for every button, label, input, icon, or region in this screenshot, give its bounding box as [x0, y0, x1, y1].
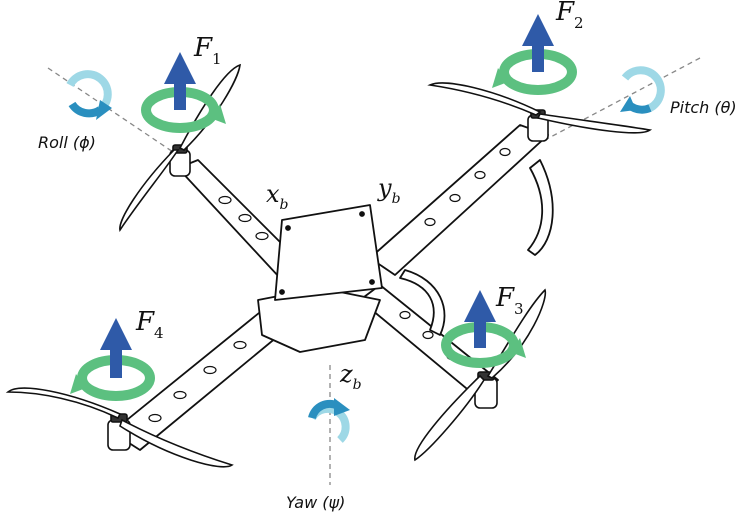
- motor-1: [169, 144, 191, 177]
- force-arrows: [100, 14, 554, 378]
- propeller-4: [5, 387, 234, 468]
- y-axis-label: yb: [377, 174, 401, 207]
- force-arrow-3: [464, 290, 496, 348]
- force-arrow-4: [100, 318, 132, 378]
- yaw-label: Yaw (ψ): [286, 493, 345, 512]
- drone-frame: [111, 124, 554, 451]
- landing-leg-mid: [399, 269, 446, 336]
- force-arrow-1: [164, 52, 196, 110]
- x-axis-label: xb: [266, 180, 289, 213]
- force-label-3: F3: [495, 283, 524, 318]
- propeller-2: [427, 82, 653, 134]
- roll-rotation-icon: [66, 70, 112, 120]
- roll-label: Roll (ϕ): [38, 133, 96, 152]
- force-label-4: F4: [135, 307, 164, 342]
- top-plate: [274, 204, 383, 301]
- axis-lines: [47, 57, 701, 485]
- pitch-label: Pitch (θ): [670, 98, 737, 117]
- rotation-labels: Roll (ϕ) Pitch (θ) Yaw (ψ): [38, 98, 737, 512]
- landing-leg-right: [527, 159, 554, 256]
- pitch-axis-line: [544, 57, 701, 141]
- axis-labels: xb yb zb: [266, 174, 401, 393]
- motor-4: [107, 413, 131, 451]
- force-arrow-2: [522, 14, 554, 72]
- pitch-rotation-icon: [620, 66, 665, 114]
- arm-3: [359, 284, 499, 399]
- force-labels: F1 F2 F3 F4: [135, 0, 584, 342]
- force-label-1: F1: [193, 33, 222, 68]
- force-label-2: F2: [555, 0, 584, 32]
- z-axis-label: zb: [339, 360, 362, 393]
- yaw-rotation-icon: [308, 398, 350, 443]
